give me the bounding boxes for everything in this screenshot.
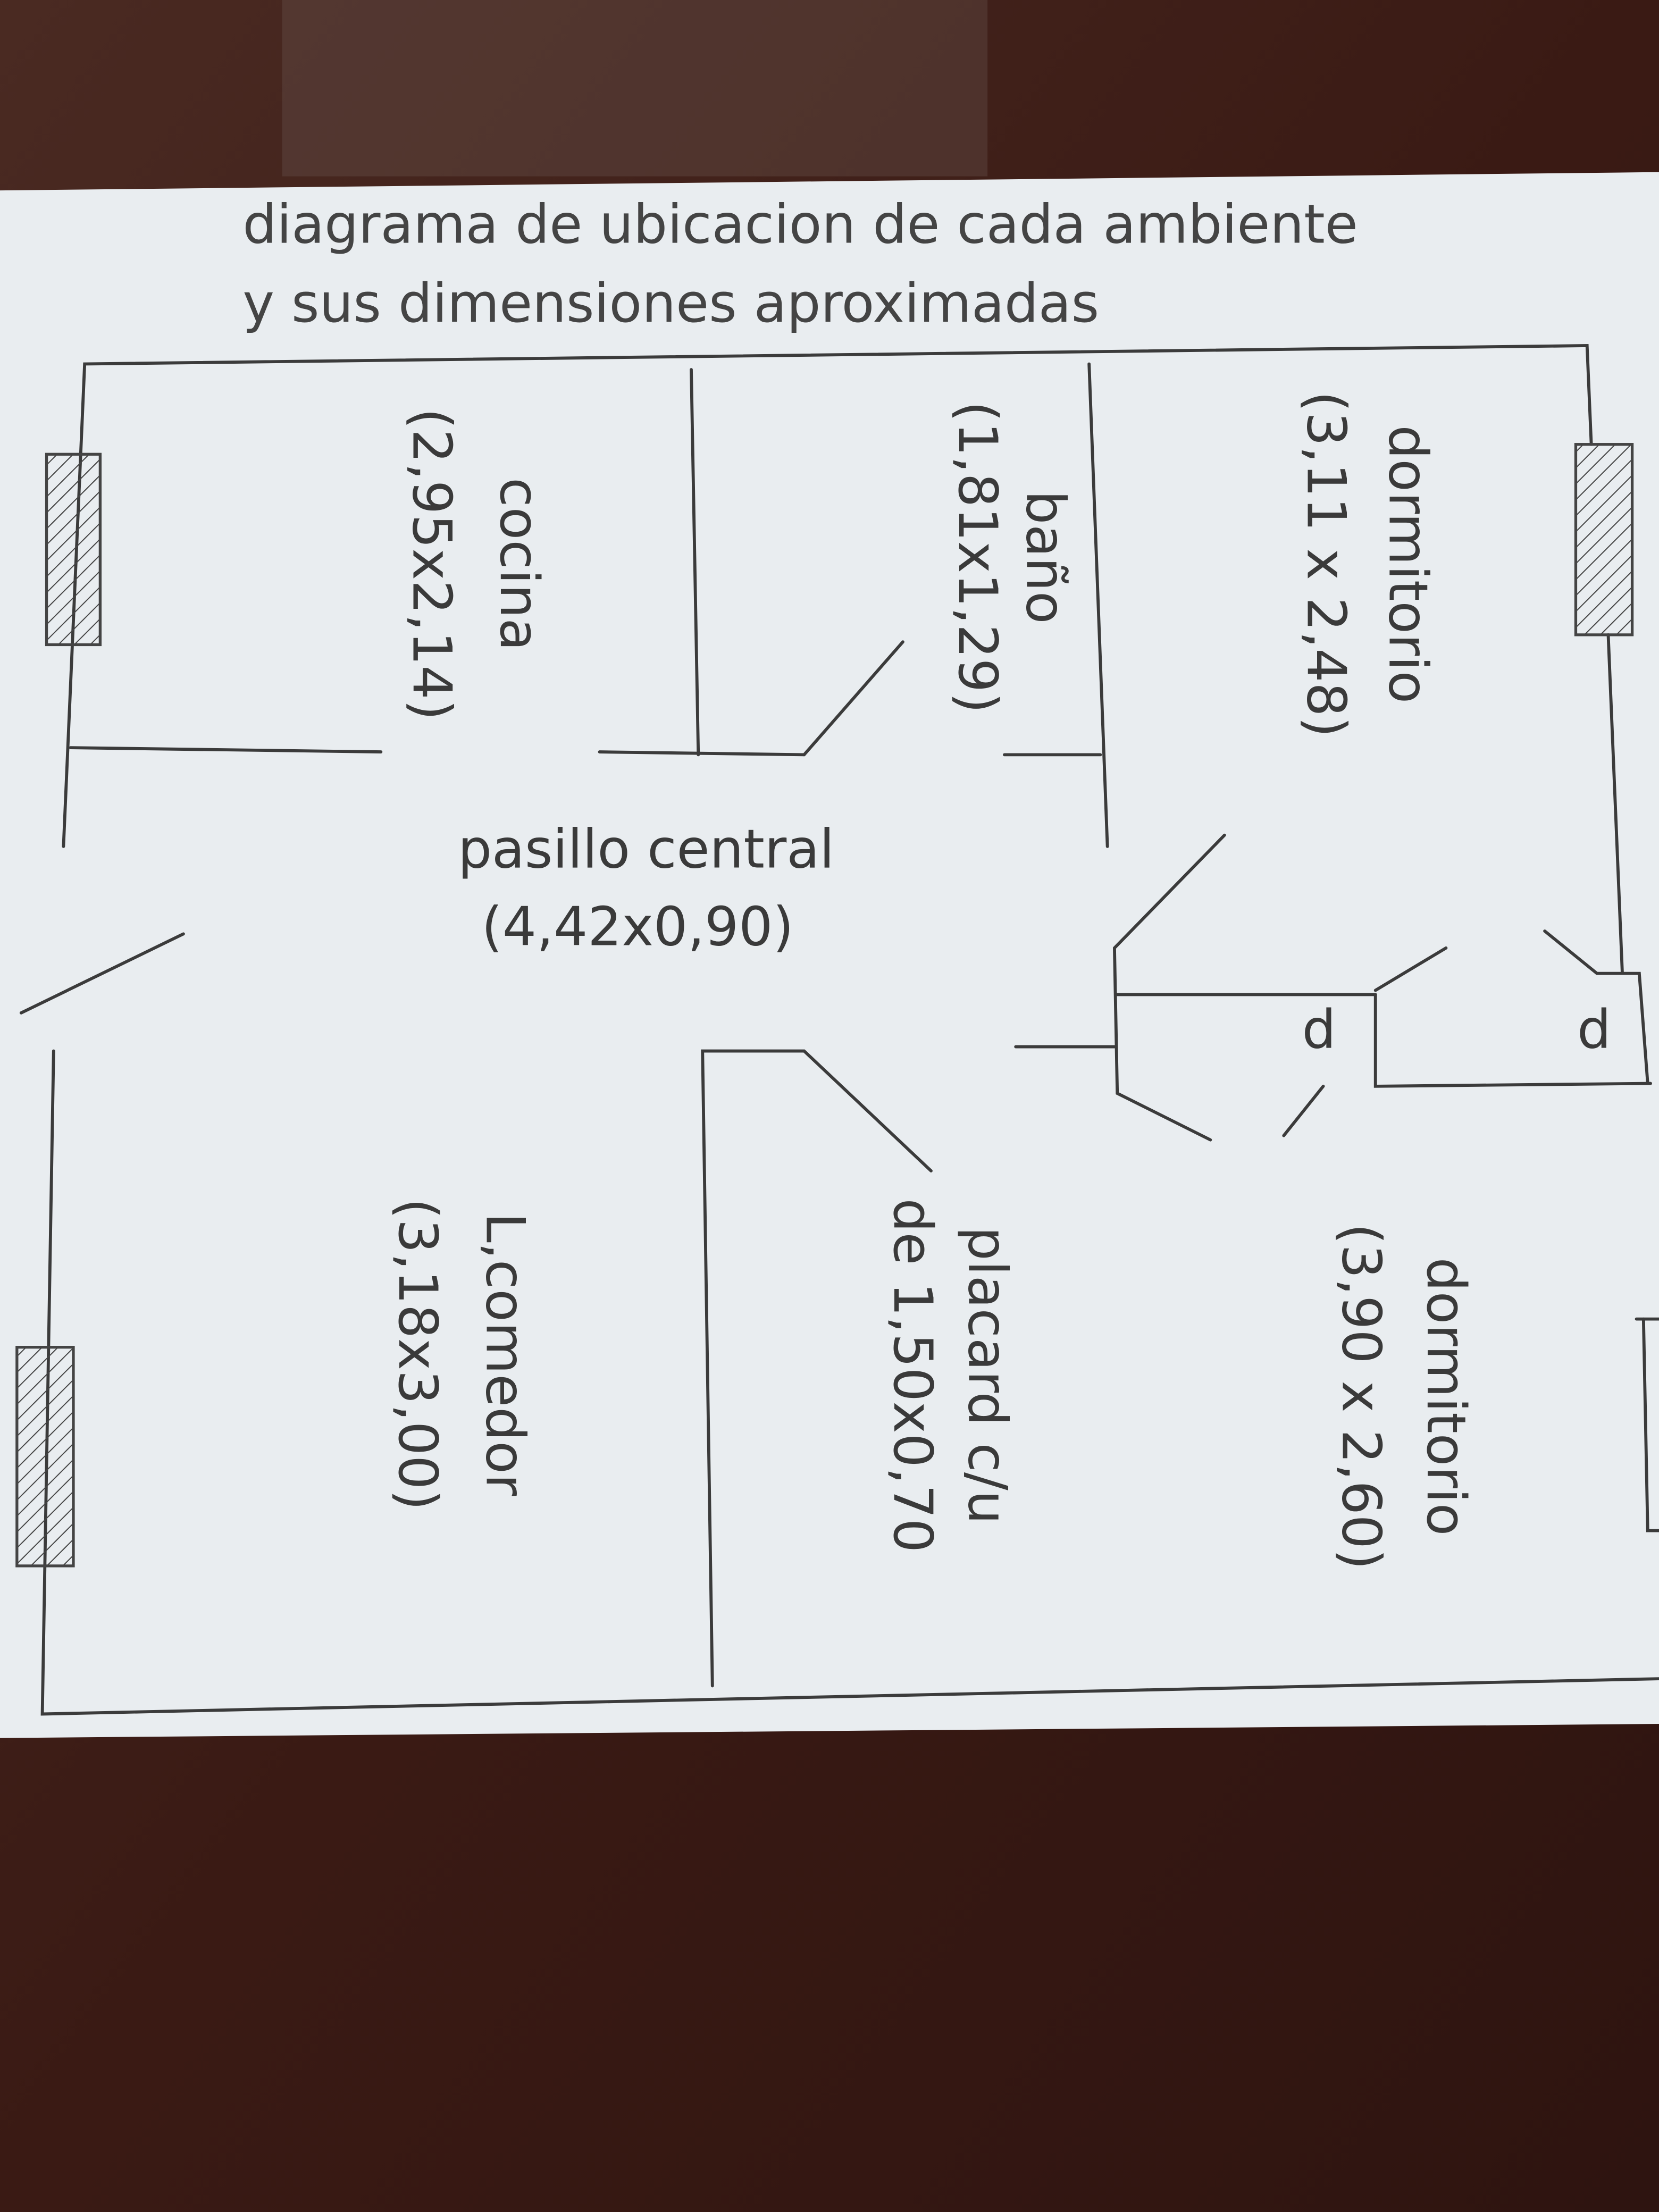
room-dimensions: (2,95x2,14) [400, 408, 463, 720]
diagram-title-line2: y sus dimensiones aproximadas [242, 272, 1099, 334]
room-dimensions: de 1,50x0,70 [882, 1198, 944, 1553]
room-name: pasillo central [458, 818, 834, 881]
window-kitchen [45, 453, 102, 647]
room-name: cocina [488, 477, 551, 651]
room-pasillo-central: pasillo central (4,42x0,90) [458, 818, 834, 958]
room-placard: placard c/u de 1,50x0,70 [882, 1198, 1019, 1553]
window-bedroom-top [1574, 443, 1634, 636]
door-label-2: p [1302, 1006, 1336, 1069]
paper-sheet [0, 172, 1659, 1738]
wood-glare [282, 0, 988, 177]
door-label-1: p [1577, 1006, 1611, 1069]
room-name: dormitorio [1377, 425, 1439, 703]
room-dimensions: (4,42x0,90) [482, 895, 794, 958]
room-dimensions: (3,11 x 2,48) [1295, 391, 1358, 738]
room-living-comedor: L,comedor (3,18x3,00) [387, 1198, 537, 1510]
room-dimensions: (1,81x1,29) [946, 401, 1009, 713]
room-dormitorio-1: dormitorio (3,11 x 2,48) [1295, 391, 1439, 738]
room-cocina: cocina (2,95x2,14) [400, 408, 550, 720]
room-dimensions: (3,18x3,00) [387, 1198, 449, 1510]
windows [15, 443, 1634, 1568]
room-dimensions: (3,90 x 2,60) [1330, 1224, 1393, 1570]
room-name: L,comedor [474, 1213, 537, 1496]
room-name: dormitorio [1415, 1258, 1478, 1536]
room-name: placard c/u [957, 1227, 1019, 1524]
room-name: baño [1014, 490, 1077, 624]
window-living [15, 1346, 75, 1568]
room-dormitorio-2: dormitorio (3,90 x 2,60) [1330, 1224, 1478, 1570]
room-bano: baño (1,81x1,29) [946, 401, 1077, 713]
diagram-title-line1: diagrama de ubicacion de cada ambiente [242, 192, 1358, 255]
